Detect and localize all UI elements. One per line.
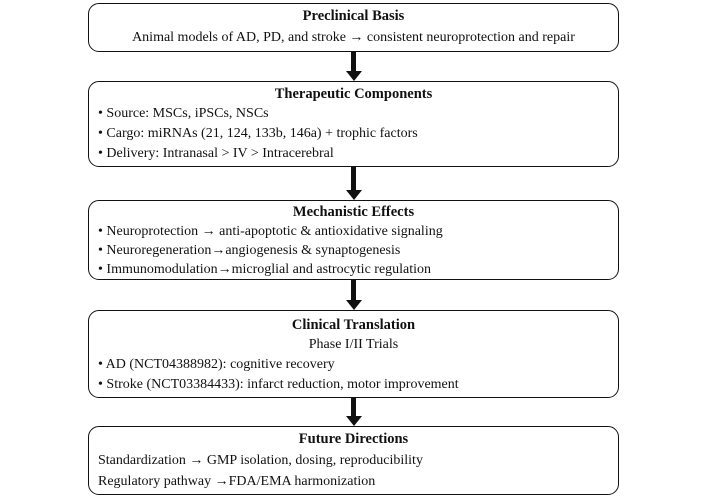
flow-box-clinical-translation: Clinical Translation Phase I/II Trials •… bbox=[88, 310, 619, 398]
arrow-shaft bbox=[351, 398, 356, 416]
flow-box-preclinical-basis: Preclinical Basis Animal models of AD, P… bbox=[88, 3, 619, 52]
flow-box-mechanistic-effects: Mechanistic Effects • Neuroprotection → … bbox=[88, 200, 619, 280]
arrow-shaft bbox=[351, 280, 356, 300]
box-title-preclinical-basis: Preclinical Basis bbox=[302, 8, 405, 24]
box-line: • Cargo: miRNAs (21, 124, 133b, 146a) + … bbox=[98, 126, 418, 141]
box-line: • Stroke (NCT03384433): infarct reductio… bbox=[98, 377, 459, 392]
box-subtitle: Phase I/II Trials bbox=[308, 337, 399, 352]
arrow-head-icon bbox=[345, 300, 362, 310]
arrow-head-icon bbox=[345, 71, 362, 81]
box-line: Standardization → GMP isolation, dosing,… bbox=[98, 453, 423, 468]
box-line: Regulatory pathway →FDA/EMA harmonizatio… bbox=[98, 474, 376, 489]
box-line: • AD (NCT04388982): cognitive recovery bbox=[98, 357, 335, 372]
arrow-head-icon bbox=[345, 190, 362, 200]
box-line: • Delivery: Intranasal > IV > Intracereb… bbox=[98, 146, 334, 161]
down-arrow bbox=[345, 52, 362, 81]
box-title-therapeutic-components: Therapeutic Components bbox=[274, 86, 433, 102]
arrow-shaft bbox=[351, 52, 356, 71]
box-line: Animal models of AD, PD, and stroke → co… bbox=[132, 30, 575, 45]
box-line: • Source: MSCs, iPSCs, NSCs bbox=[98, 106, 269, 121]
flow-box-therapeutic-components: Therapeutic Components • Source: MSCs, i… bbox=[88, 81, 619, 167]
flow-box-future-directions: Future Directions Standardization → GMP … bbox=[88, 426, 619, 495]
box-line: • Neuroprotection → anti-apoptotic & ant… bbox=[98, 224, 443, 239]
down-arrow bbox=[345, 280, 362, 310]
box-title-mechanistic-effects: Mechanistic Effects bbox=[292, 204, 415, 220]
down-arrow bbox=[345, 167, 362, 200]
box-line: • Neuroregeneration→angiogenesis & synap… bbox=[98, 243, 401, 258]
box-title-future-directions: Future Directions bbox=[298, 431, 409, 447]
down-arrow bbox=[345, 398, 362, 426]
arrow-shaft bbox=[351, 167, 356, 190]
box-title-clinical-translation: Clinical Translation bbox=[291, 317, 416, 333]
arrow-head-icon bbox=[345, 416, 362, 426]
box-line: • Immunomodulation→microglial and astroc… bbox=[98, 262, 432, 277]
